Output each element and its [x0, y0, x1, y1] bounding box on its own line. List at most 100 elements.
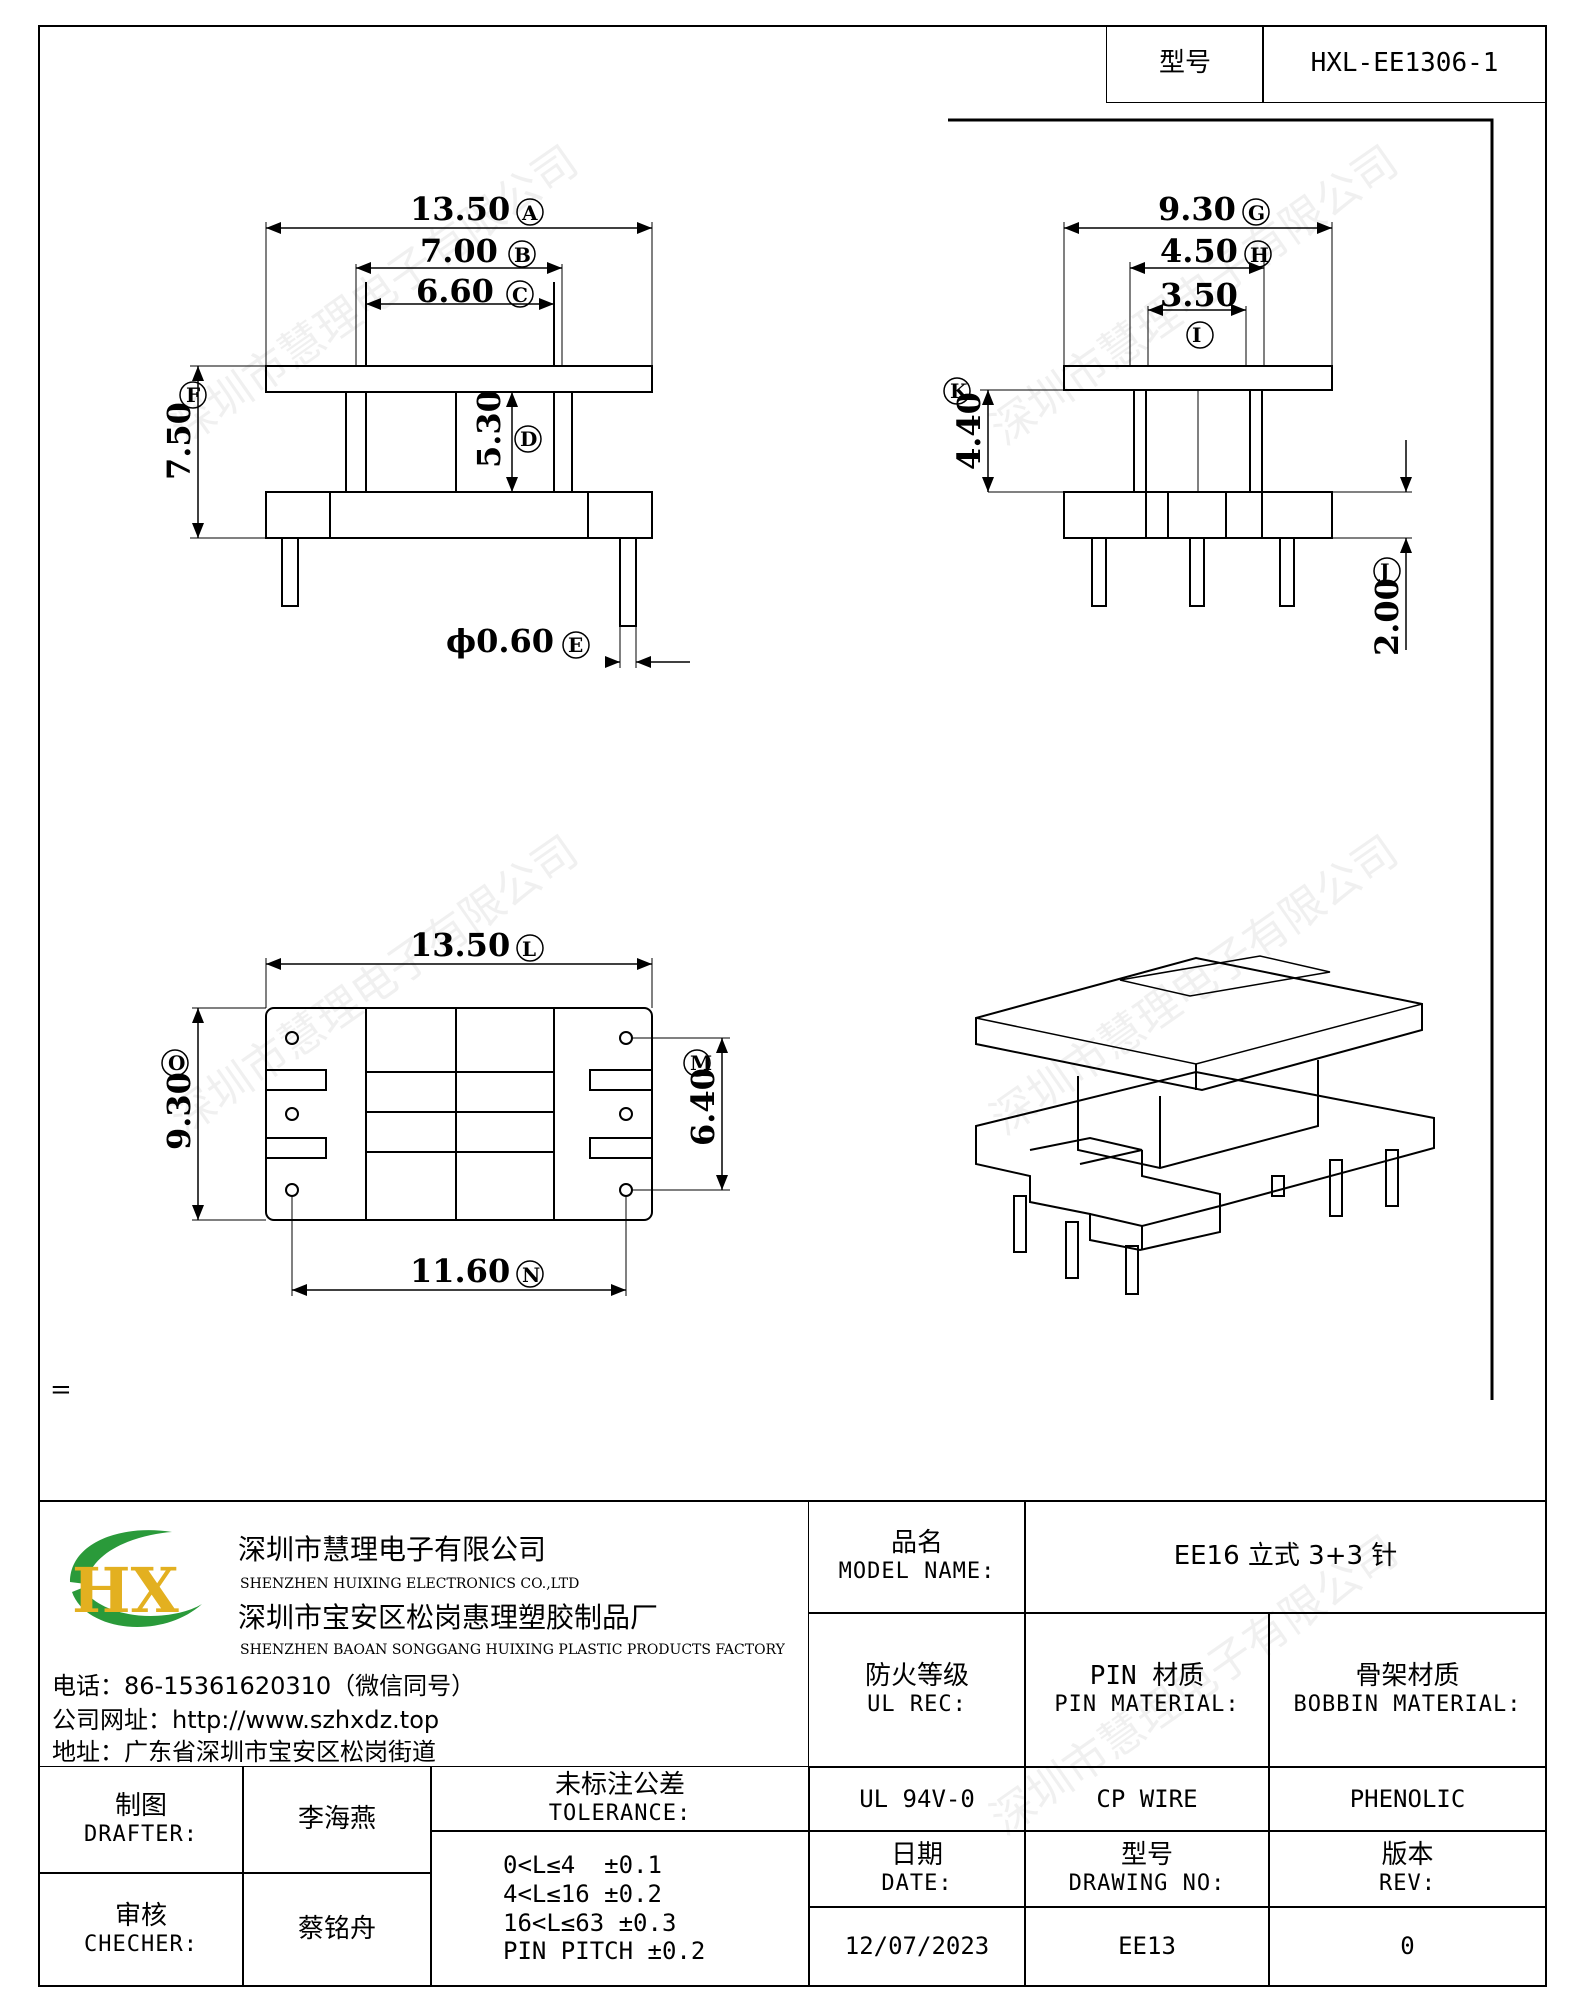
dimension-letter-circles — [161, 198, 1401, 1288]
ul-label-en: UL REC: — [867, 1692, 967, 1718]
date-value: 12/07/2023 — [844, 1932, 990, 1961]
rev-label-cn: 版本 — [1381, 1840, 1434, 1871]
drawing-no-label-cn: 型号 — [1120, 1840, 1173, 1871]
dim-h-letter: H — [1250, 243, 1269, 267]
drafter-label-cell: 制图 DRAFTER: — [38, 1766, 244, 1874]
drafter-label-en: DRAFTER: — [84, 1822, 198, 1848]
bobbin-value-cell: PHENOLIC — [1268, 1766, 1547, 1832]
date-label-cn: 日期 — [890, 1840, 943, 1871]
pin-value: CP WIRE — [1096, 1784, 1198, 1813]
dim-a-value: 13.50 — [410, 190, 510, 228]
bobbin-label-en: BOBBIN MATERIAL: — [1293, 1692, 1522, 1718]
drafter-name: 李海燕 — [297, 1804, 376, 1835]
tolerance-label-en: TOLERANCE: — [548, 1801, 692, 1827]
factory-name-en: SHENZHEN BAOAN SONGGANG HUIXING PLASTIC … — [240, 1642, 785, 1658]
dim-i-value: 3.50 — [1160, 276, 1238, 314]
dim-n-value: 11.60 — [410, 1252, 510, 1290]
side-view — [980, 222, 1412, 650]
dim-e-value: ϕ0.60 — [446, 622, 554, 660]
date-label-cell: 日期 DATE: — [808, 1830, 1026, 1908]
model-name-value-cell: EE16 立式 3+3 针 — [1024, 1500, 1547, 1614]
date-value-cell: 12/07/2023 — [808, 1906, 1026, 1987]
tolerance-line: PIN PITCH ±0.2 — [503, 1937, 706, 1966]
company-name-cn: 深圳市慧理电子有限公司 — [238, 1533, 547, 1566]
technical-drawing: 13.50 A 7.00 B 6.60 C 5.30 D 7.50 F ϕ0.6… — [50, 118, 1494, 1405]
dim-j-value: 2.00 — [1368, 578, 1406, 656]
factory-name-cn: 深圳市宝安区松岗惠理塑胶制品厂 — [238, 1601, 659, 1634]
dim-l-letter: L — [522, 937, 536, 961]
dim-f-letter: F — [186, 383, 200, 407]
company-logo: HX — [52, 1522, 222, 1642]
dim-j-letter: J — [1378, 559, 1389, 583]
company-name-en: SHENZHEN HUIXING ELECTRONICS CO.,LTD — [240, 1576, 580, 1592]
tolerance-line: 16<L≤63 ±0.3 — [503, 1908, 677, 1937]
stray-mark: = — [50, 1375, 72, 1405]
company-address: 地址：广东省深圳市宝安区松岗街道 — [52, 1738, 436, 1766]
drawing-no-label-cell: 型号 DRAWING NO: — [1024, 1830, 1270, 1908]
ul-label-cell: 防火等级 UL REC: — [808, 1612, 1026, 1768]
logo-text: HX — [72, 1554, 180, 1627]
drawing-no-label-en: DRAWING NO: — [1068, 1871, 1226, 1897]
model-value: HXL-EE1306-1 — [1310, 48, 1499, 79]
checker-label-cell: 审核 CHECHER: — [38, 1872, 244, 1987]
dim-g-letter: G — [1248, 201, 1265, 225]
model-name-label-cell: 品名 MODEL NAME: — [808, 1500, 1026, 1614]
dim-n-letter: N — [522, 1263, 540, 1287]
dim-c-value: 6.60 — [416, 272, 494, 310]
drawing-no-value: EE13 — [1118, 1932, 1176, 1961]
dim-b-letter: B — [514, 243, 531, 267]
dim-k-value: 4.40 — [950, 392, 988, 470]
ul-value-cell: UL 94V-0 — [808, 1766, 1026, 1832]
dim-o-letter: O — [168, 1051, 185, 1075]
rev-value-cell: 0 — [1268, 1906, 1547, 1987]
dim-a-letter: A — [521, 201, 538, 225]
checker-label-en: CHECHER: — [84, 1931, 198, 1957]
model-name-label-en: MODEL NAME: — [838, 1559, 996, 1585]
rev-value: 0 — [1400, 1932, 1415, 1961]
rev-label-cell: 版本 REV: — [1268, 1830, 1547, 1908]
pin-label-cell: PIN 材质 PIN MATERIAL: — [1024, 1612, 1270, 1768]
bottom-view — [192, 958, 730, 1296]
checker-name-cell: 蔡铭舟 — [242, 1872, 432, 1987]
dim-d-value: 5.30 — [470, 390, 508, 468]
bobbin-label-cell: 骨架材质 BOBBIN MATERIAL: — [1268, 1612, 1547, 1768]
model-name-label-cn: 品名 — [890, 1528, 943, 1559]
view-border-line — [948, 118, 1494, 1400]
tolerance-label-cn: 未标注公差 — [554, 1770, 685, 1801]
pin-value-cell: CP WIRE — [1024, 1766, 1270, 1832]
model-label-cell: 型号 — [1106, 25, 1264, 103]
dim-e-letter: E — [568, 633, 583, 657]
drafter-label-cn: 制图 — [114, 1791, 167, 1822]
pin-label-en: PIN MATERIAL: — [1054, 1692, 1240, 1718]
company-web: 公司网址：http://www.szhxdz.top — [52, 1706, 440, 1734]
ul-value: UL 94V-0 — [859, 1784, 975, 1813]
dim-h-value: 4.50 — [1160, 232, 1238, 270]
title-block-top-line — [38, 1500, 1547, 1502]
rev-label-en: REV: — [1379, 1871, 1436, 1897]
bobbin-label-cn: 骨架材质 — [1355, 1661, 1460, 1692]
dim-i-letter: I — [1192, 323, 1201, 347]
model-value-cell: HXL-EE1306-1 — [1262, 25, 1547, 103]
dim-g-value: 9.30 — [1158, 190, 1236, 228]
date-label-en: DATE: — [881, 1871, 953, 1897]
dim-m-letter: M — [690, 1051, 712, 1075]
dim-o-value: 9.30 — [160, 1072, 198, 1150]
dim-l-value: 13.50 — [410, 926, 510, 964]
dim-k-letter: K — [950, 379, 968, 403]
tolerance-label-cell: 未标注公差 TOLERANCE: — [430, 1766, 810, 1832]
isometric-view — [975, 955, 1435, 1295]
tolerance-line: 0<L≤4 ±0.1 — [503, 1850, 662, 1879]
ul-label-cn: 防火等级 — [864, 1661, 969, 1692]
tolerance-values-cell: 0<L≤4 ±0.1 4<L≤16 ±0.2 16<L≤63 ±0.3 PIN … — [430, 1830, 810, 1987]
front-view — [190, 222, 690, 668]
checker-label-cn: 审核 — [114, 1900, 167, 1931]
company-area: HX 深圳市慧理电子有限公司 SHENZHEN HUIXING ELECTRON… — [40, 1502, 810, 1766]
dim-c-letter: C — [512, 283, 528, 307]
pin-label-cn: PIN 材质 — [1089, 1661, 1205, 1692]
model-name-value: EE16 立式 3+3 针 — [1173, 1541, 1398, 1572]
dim-m-value: 6.40 — [684, 1068, 722, 1146]
drawing-no-value-cell: EE13 — [1024, 1906, 1270, 1987]
tolerance-line: 4<L≤16 ±0.2 — [503, 1879, 662, 1908]
dim-d-letter: D — [520, 427, 537, 451]
company-phone: 电话：86-15361620310（微信同号） — [52, 1672, 476, 1700]
